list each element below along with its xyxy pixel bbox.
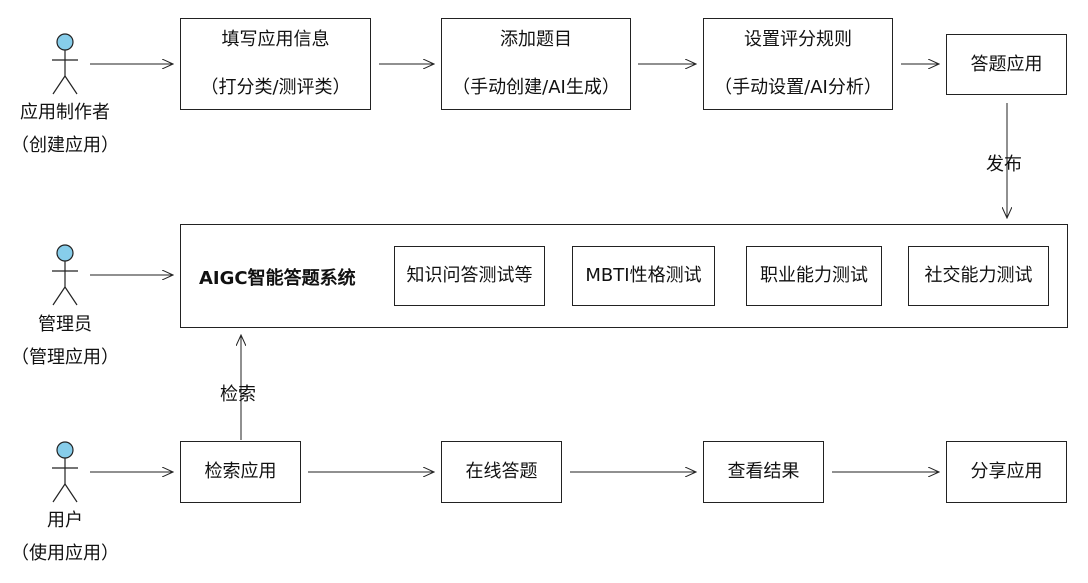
fill-app-info-detail: （打分类/测评类）: [200, 77, 351, 99]
scoring-rules-detail: （手动设置/AI分析）: [714, 77, 882, 99]
share-app-label: 分享应用: [970, 461, 1043, 483]
creator-actor-role: （创建应用）: [11, 135, 119, 156]
user-actor-role: （使用应用）: [11, 543, 119, 564]
user-actor-name: 用户: [47, 510, 83, 531]
search-app-box: 检索应用: [180, 441, 301, 503]
module-social-ability-label: 社交能力测试: [924, 265, 1033, 287]
add-questions-box: 添加题目 （手动创建/AI生成）: [441, 18, 631, 110]
answer-app-label: 答题应用: [970, 53, 1043, 75]
creator-actor-label: 应用制作者 （创建应用）: [5, 96, 125, 162]
module-knowledge-qa: 知识问答测试等: [394, 246, 545, 306]
module-knowledge-qa-label: 知识问答测试等: [406, 265, 533, 287]
online-answer-label: 在线答题: [465, 461, 538, 483]
admin-actor-role: （管理应用）: [11, 347, 119, 368]
module-career-ability: 职业能力测试: [746, 246, 882, 306]
aigc-system-title: AIGC智能答题系统: [199, 268, 356, 289]
search-label: 检索: [220, 384, 256, 405]
module-career-ability-label: 职业能力测试: [760, 265, 868, 287]
module-social-ability: 社交能力测试: [908, 246, 1049, 306]
admin-actor-name: 管理员: [38, 314, 92, 335]
publish-label: 发布: [986, 154, 1022, 175]
online-answer-box: 在线答题: [441, 441, 562, 503]
user-actor-label: 用户 （使用应用）: [5, 504, 125, 570]
module-mbti: MBTI性格测试: [572, 246, 715, 306]
admin-actor-icon: [52, 244, 78, 306]
add-questions-detail: （手动创建/AI生成）: [452, 77, 620, 99]
creator-actor-name: 应用制作者: [20, 102, 110, 123]
scoring-rules-title: 设置评分规则: [744, 29, 852, 50]
admin-actor-label: 管理员 （管理应用）: [5, 308, 125, 374]
view-results-label: 查看结果: [727, 461, 800, 483]
scoring-rules-box: 设置评分规则 （手动设置/AI分析）: [703, 18, 893, 110]
creator-actor-icon: [52, 33, 78, 95]
share-app-box: 分享应用: [946, 441, 1067, 503]
answer-app-box: 答题应用: [946, 34, 1067, 95]
fill-app-info-box: 填写应用信息 （打分类/测评类）: [180, 18, 371, 110]
user-actor-icon: [52, 441, 78, 503]
search-app-label: 检索应用: [204, 461, 277, 483]
view-results-box: 查看结果: [703, 441, 824, 503]
add-questions-title: 添加题目: [500, 29, 572, 50]
fill-app-info-title: 填写应用信息: [221, 29, 330, 50]
module-mbti-label: MBTI性格测试: [585, 265, 702, 287]
